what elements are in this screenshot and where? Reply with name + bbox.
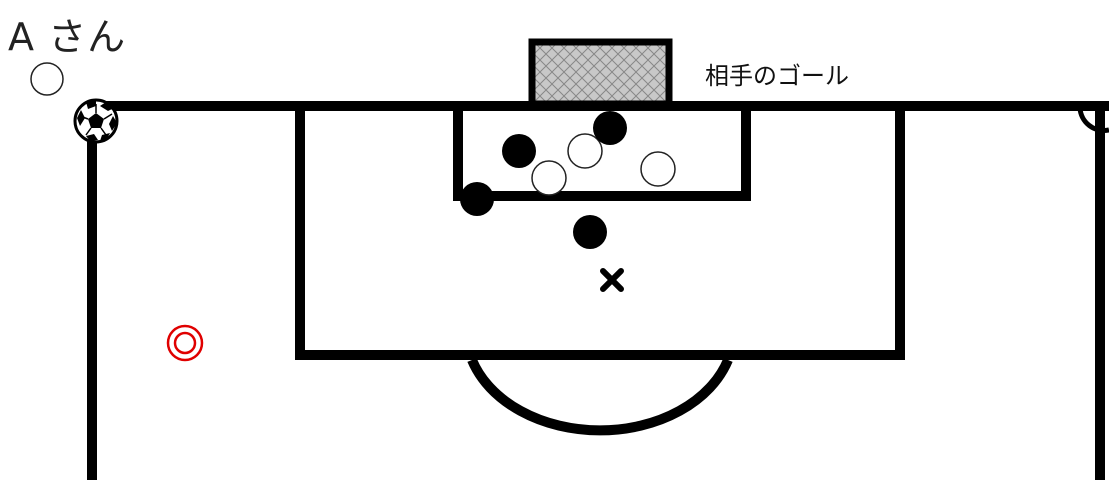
opponent-marker — [593, 111, 627, 145]
penalty-area — [295, 106, 905, 360]
teammate-marker — [567, 133, 603, 169]
corner-arc — [1077, 107, 1109, 133]
player-a-label: A さん — [8, 15, 127, 59]
opponent-marker — [502, 134, 536, 168]
soccer-ball-icon — [73, 98, 119, 144]
goal-area — [453, 106, 751, 201]
opponent-marker — [460, 182, 494, 216]
teammate-marker — [640, 151, 676, 187]
penalty-arc — [467, 358, 733, 436]
player-a-marker — [30, 62, 64, 96]
penalty-spot — [600, 268, 624, 292]
target-marker — [166, 324, 204, 362]
opponent-marker — [573, 215, 607, 249]
goal-net — [528, 38, 673, 108]
teammates — [531, 133, 676, 196]
opponent-goal-label: 相手のゴール — [705, 62, 849, 90]
opponents — [460, 111, 627, 249]
goal — [528, 38, 673, 108]
pitch-lines — [87, 101, 1109, 480]
teammate-marker — [531, 160, 567, 196]
